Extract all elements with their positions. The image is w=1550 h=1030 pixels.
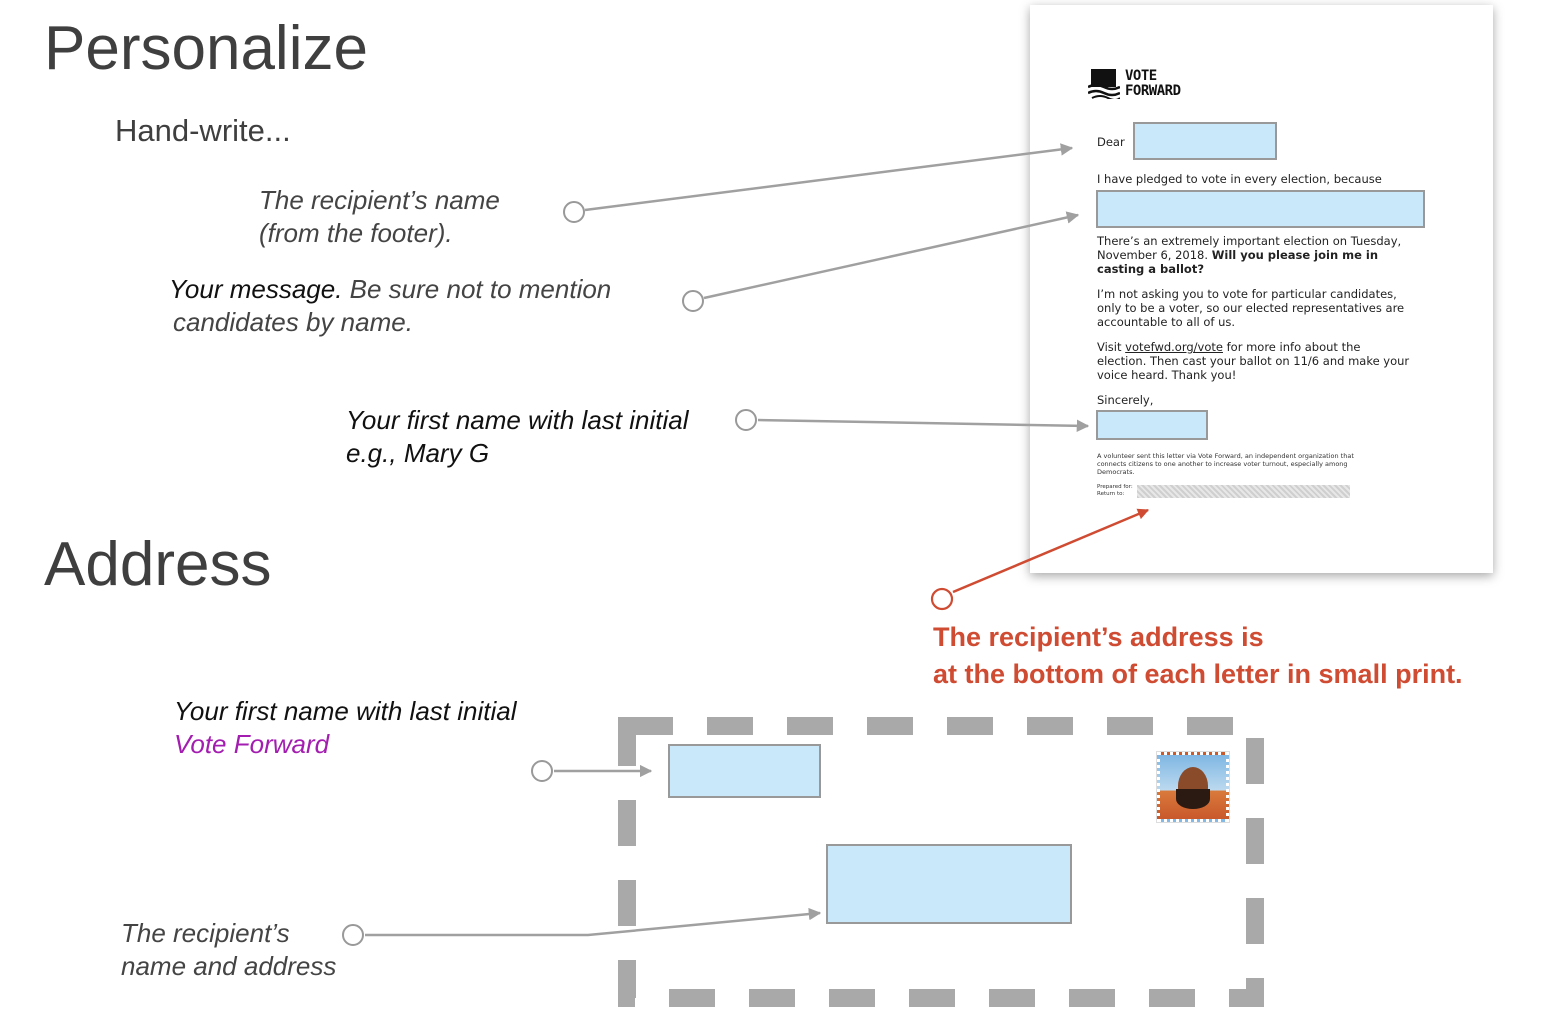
letter-notasking-1: I’m not asking you to vote for particula… <box>1097 287 1397 301</box>
letter-footer-address-labels: Prepared for: Return to: <box>1097 484 1133 498</box>
note-signature-line2: e.g., Mary G <box>346 438 490 468</box>
connector-dot-return-address <box>531 760 553 782</box>
connector-addressee <box>365 907 822 937</box>
connector-dot-recipient-name <box>563 201 585 223</box>
letter-notasking-2: only to be a voter, so our elected repre… <box>1097 301 1405 315</box>
note-message-lead: Your message. <box>169 274 343 304</box>
connector-dot-message <box>682 290 704 312</box>
letter-election-paragraph: There’s an extremely important election … <box>1097 234 1401 276</box>
connector-message <box>703 211 1080 300</box>
note-addressee-line2: name and address <box>121 951 337 981</box>
note-recipient-name-line1: The recipient’s name <box>259 185 500 215</box>
red-note-line2: at the bottom of each letter in small pr… <box>933 659 1463 689</box>
return-address-box <box>668 744 821 798</box>
logo-text: VOTE FORWARD <box>1125 69 1181 99</box>
letter-visit-a: Visit <box>1097 340 1126 354</box>
note-message-line2: candidates by name. <box>173 307 413 337</box>
letter-election-2a: November 6, 2018. <box>1097 248 1212 262</box>
letter-visit-link[interactable]: votefwd.org/vote <box>1125 340 1223 354</box>
note-message-rest: Be sure not to mention <box>342 274 612 304</box>
note-recipient-address-red: The recipient’s address is at the bottom… <box>933 619 1463 693</box>
recipient-address-small-print <box>1137 485 1350 498</box>
signature-box <box>1096 410 1208 440</box>
letter-visit-b: for more info about the <box>1222 340 1361 354</box>
letter-election-3: casting a ballot? <box>1097 262 1204 276</box>
personalize-heading: Personalize <box>44 14 368 83</box>
letter-sincerely: Sincerely, <box>1097 393 1154 407</box>
note-return-address: Your first name with last initial Vote F… <box>174 695 516 761</box>
envelope-border <box>618 717 1264 1007</box>
letter-visit-3: voice heard. Thank you! <box>1097 368 1237 382</box>
letter-pledge: I have pledged to vote in every election… <box>1097 172 1382 186</box>
note-message-line1: Your message. Be sure not to mention <box>169 273 611 306</box>
connector-dot-addressee <box>342 924 364 946</box>
letter-dear: Dear <box>1097 135 1125 149</box>
note-addressee: The recipient’s name and address <box>121 917 336 983</box>
note-return-line1: Your first name with last initial <box>174 696 517 726</box>
connector-recipient-name <box>584 143 1074 212</box>
letter-visit-1: Visit votefwd.org/vote for more info abo… <box>1097 340 1409 354</box>
note-signature: Your first name with last initial e.g., … <box>346 404 688 470</box>
note-return-line2: Vote Forward <box>174 729 330 759</box>
sample-letter: VOTE FORWARD Dear I have pledged to vote… <box>1030 5 1493 573</box>
message-box <box>1096 190 1425 228</box>
letter-notasking-paragraph: I’m not asking you to vote for particula… <box>1097 287 1404 329</box>
logo-line2: FORWARD <box>1125 83 1181 99</box>
hand-write-subhead: Hand-write... <box>115 113 291 148</box>
letter-footer-1: A volunteer sent this letter via Vote Fo… <box>1097 452 1354 460</box>
letter-visit-paragraph: Visit votefwd.org/vote for more info abo… <box>1097 340 1409 382</box>
connector-recipient-address-red <box>952 508 1150 594</box>
letter-election-1: There’s an extremely important election … <box>1097 234 1402 248</box>
note-recipient-name: The recipient’s name (from the footer). <box>259 184 500 250</box>
note-recipient-name-line2: (from the footer). <box>259 218 453 248</box>
recipient-address-box <box>826 844 1072 924</box>
letter-election-2: November 6, 2018. Will you please join m… <box>1097 248 1401 262</box>
prepared-for-label: Prepared for: <box>1097 484 1133 490</box>
letter-footer-disclaimer: A volunteer sent this letter via Vote Fo… <box>1097 452 1354 476</box>
connector-dot-red <box>930 587 954 611</box>
letter-footer-2: connects citizens to one another to incr… <box>1097 460 1348 468</box>
stamp-beard <box>1176 789 1210 809</box>
logo-line1: VOTE <box>1125 68 1157 84</box>
address-heading: Address <box>44 530 272 599</box>
red-note-line1: The recipient’s address is <box>933 622 1264 652</box>
return-to-label: Return to: <box>1097 491 1125 497</box>
note-message: Your message. Be sure not to mention can… <box>169 273 611 339</box>
note-signature-line1: Your first name with last initial <box>346 405 689 435</box>
connector-signature <box>757 418 1090 433</box>
postage-stamp-icon <box>1156 751 1230 823</box>
letter-notasking-3: accountable to all of us. <box>1097 315 1236 329</box>
note-addressee-line1: The recipient’s <box>121 918 290 948</box>
vote-forward-logo-icon <box>1088 69 1120 99</box>
letter-footer-3: Democrats. <box>1097 468 1135 476</box>
recipient-name-box <box>1133 122 1277 160</box>
letter-election-2b: Will you please join me in <box>1211 248 1379 262</box>
connector-dot-signature <box>735 409 757 431</box>
letter-visit-2: election. Then cast your ballot on 11/6 … <box>1097 354 1410 368</box>
